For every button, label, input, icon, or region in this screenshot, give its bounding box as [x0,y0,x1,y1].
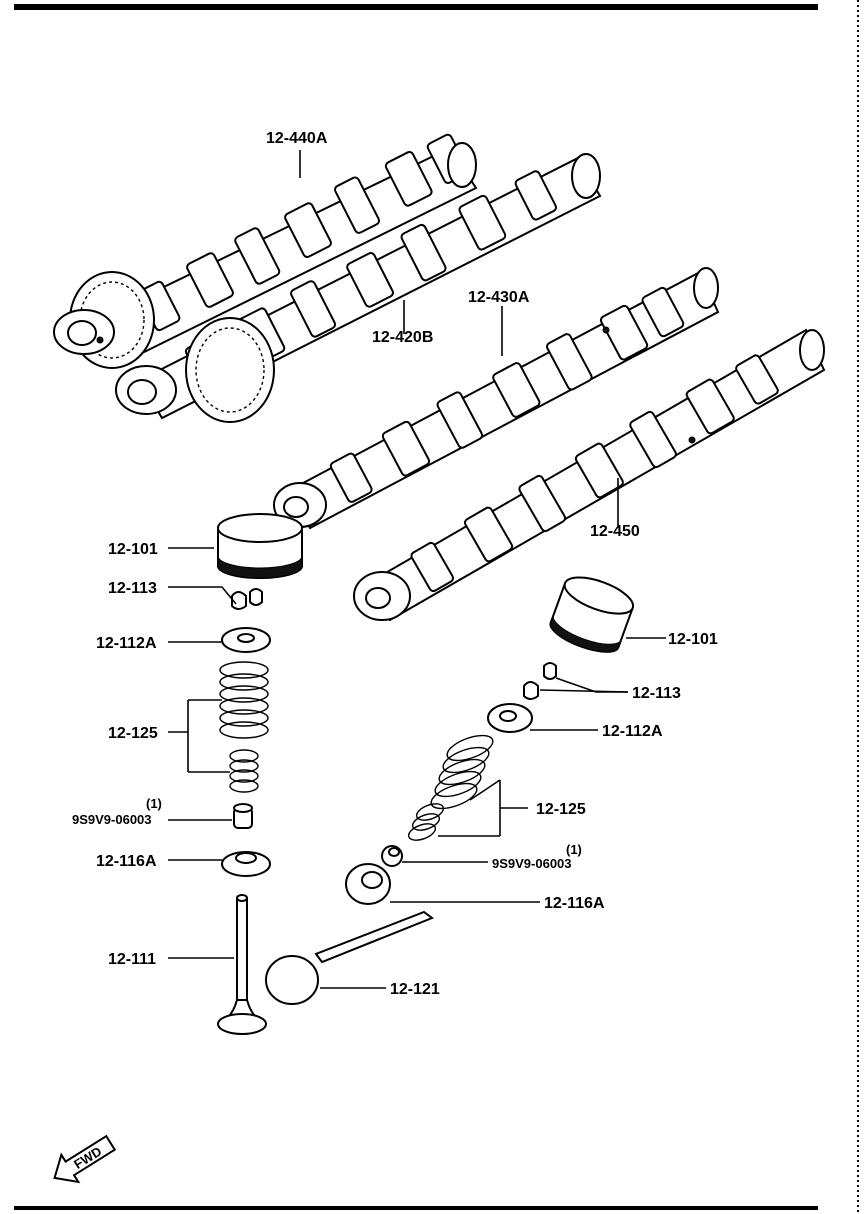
camshaft-12-420B [115,153,602,423]
top-border [14,4,818,10]
keeper-right [523,662,557,700]
forward-arrow-icon: FWD [53,1134,117,1184]
valve-stem-seal-left [233,803,253,829]
label-12-113-left: 12-113 [108,580,157,597]
camshaft-12-430A [273,267,720,530]
label-seal-part-left: 9S9V9-06003 [72,812,152,827]
label-seal-qty-right: (1) [566,842,582,857]
camshaft-12-440A [53,133,478,369]
retainer-left [221,627,271,653]
label-12-116A-left: 12-116A [96,853,157,870]
spring-outer-right [430,734,494,810]
label-12-112A-right: 12-112A [602,723,663,740]
spring-inner-right [407,803,445,841]
camshaft-12-450 [353,328,826,622]
spring-outer-left [219,661,269,739]
spring-seat-right [345,863,391,905]
label-12-116A-right: 12-116A [544,895,605,912]
label-seal-part-right: 9S9V9-06003 [492,856,572,871]
tappet-right [549,576,635,653]
label-12-430A: 12-430A [468,289,530,306]
label-12-111: 12-111 [108,951,156,968]
label-12-121: 12-121 [390,981,440,998]
valve-exhaust [265,910,435,1005]
bottom-border [14,1206,818,1210]
label-12-450: 12-450 [590,523,640,540]
spring-seat-left [221,851,271,877]
label-12-101-left: 12-101 [108,541,158,558]
tappet-left [217,513,303,579]
leader-lines [168,150,666,989]
spring-inner-left [229,749,259,793]
label-12-440A: 12-440A [266,130,328,147]
valve-intake [217,894,267,1035]
label-12-420B: 12-420B [372,329,433,346]
label-12-112A-left: 12-112A [96,635,157,652]
label-12-125-left: 12-125 [108,725,158,742]
label-12-113-right: 12-113 [632,685,681,702]
keeper-left [231,588,263,610]
label-seal-qty-left: (1) [146,796,162,811]
valve-stem-seal-right [381,845,403,867]
label-12-101-right: 12-101 [668,631,718,648]
retainer-right [487,703,533,733]
label-12-125-right: 12-125 [536,801,586,818]
